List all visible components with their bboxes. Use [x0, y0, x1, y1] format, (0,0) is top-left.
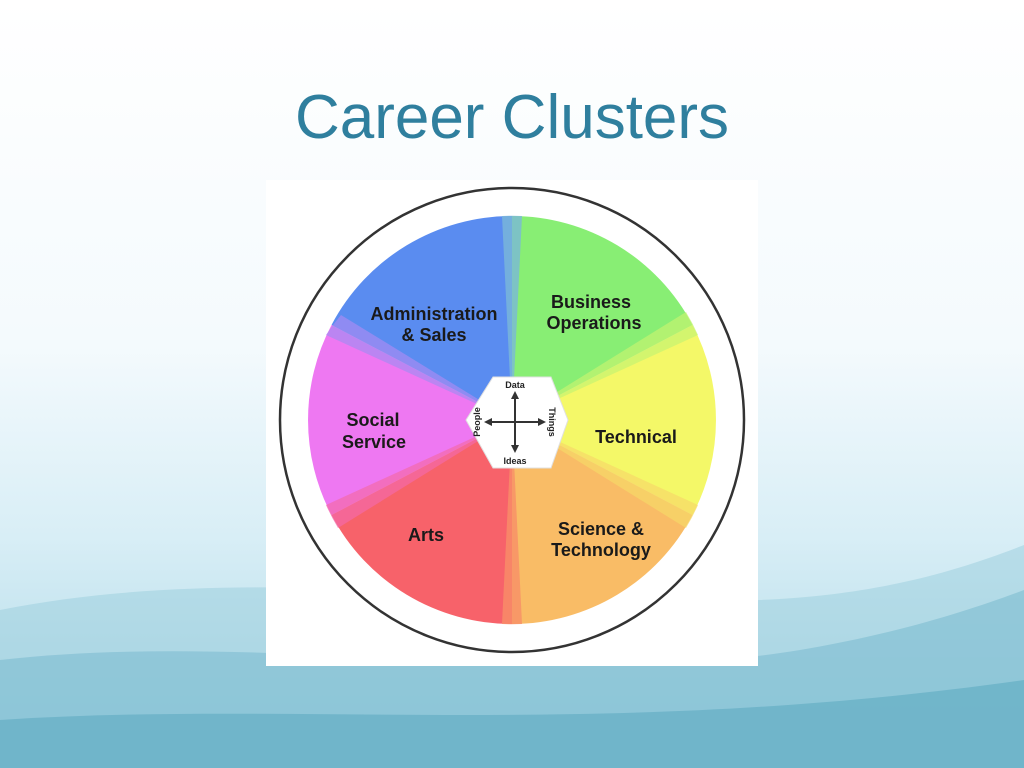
axis-things-label: Things — [547, 407, 557, 437]
axis-people-label: People — [472, 407, 482, 437]
label-social-line2: Service — [342, 432, 406, 452]
label-technical: Technical — [595, 427, 677, 447]
label-science-line1: Science & — [558, 519, 644, 539]
label-business-line1: Business — [551, 292, 631, 312]
segment-social — [308, 325, 512, 515]
label-admin-line2: & Sales — [401, 325, 466, 345]
segment-business — [512, 216, 693, 420]
label-arts: Arts — [408, 525, 444, 545]
label-business-line2: Operations — [546, 313, 641, 333]
segment-arts — [331, 420, 512, 624]
label-admin-line1: Administration — [370, 304, 497, 324]
axis-ideas-label: Ideas — [503, 456, 526, 466]
slide-title: Career Clusters — [294, 83, 730, 152]
label-science-line2: Technology — [551, 540, 651, 560]
career-wheel-diagram: Data Ideas People Things Administration … — [266, 180, 758, 666]
segment-technical — [512, 325, 716, 515]
label-social-line1: Social — [346, 410, 399, 430]
center-axis-arrows — [489, 396, 541, 448]
segment-admin — [331, 216, 512, 420]
segment-science — [512, 420, 693, 624]
axis-data-label: Data — [505, 380, 526, 390]
